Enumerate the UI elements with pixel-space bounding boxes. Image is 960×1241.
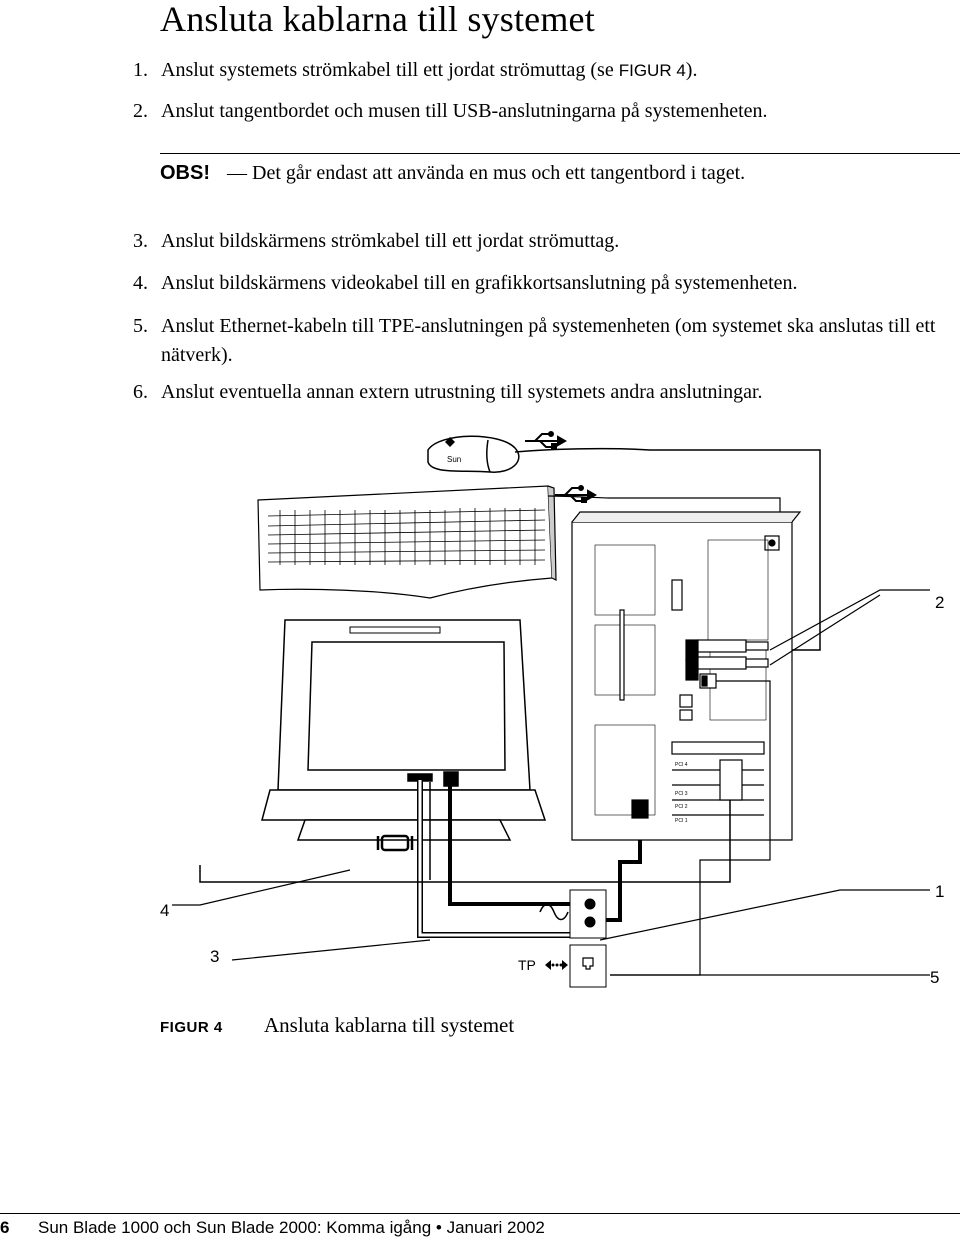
footer-rule (0, 1213, 960, 1214)
figure-ref: FIGUR 4 (618, 61, 686, 80)
step-text: Anslut tangentbordet och musen till USB-… (161, 100, 768, 122)
caption-text: Ansluta kablarna till systemet (264, 1013, 515, 1037)
step-text: Anslut Ethernet-kabeln till TPE-anslutni… (161, 315, 936, 366)
caption-label: FIGUR 4 (160, 1019, 223, 1036)
step-number: 1. (133, 59, 148, 81)
tp-label: TP (518, 957, 536, 973)
step-suffix: ). (685, 59, 698, 81)
figure-caption: FIGUR 4 Ansluta kablarna till systemet (160, 1013, 514, 1038)
mouse-illustration: Sun (427, 435, 821, 651)
monitor-power-icon (376, 834, 414, 852)
cable-connection-figure: Sun (160, 431, 944, 988)
callout-4: 4 (160, 901, 169, 920)
callout-lines (172, 589, 930, 976)
network-icon (545, 960, 568, 970)
usb-icon (525, 431, 598, 503)
callout-1: 1 (935, 882, 944, 901)
tp-label-group: TP (518, 957, 568, 973)
step-text: Anslut bildskärmens videokabel till en g… (161, 272, 798, 294)
step-number: 2. (133, 100, 148, 122)
power-outlet (569, 889, 607, 939)
pci-label: PCI 1 (675, 818, 688, 824)
callout-3: 3 (210, 947, 219, 966)
network-outlet (569, 944, 607, 988)
note: OBS! — Det går endast att använda en mus… (160, 162, 746, 184)
step-number: 4. (133, 272, 148, 294)
callout-numbers: 1 2 3 4 5 (160, 593, 944, 987)
step-number: 6. (133, 381, 148, 403)
usb-plugs (697, 639, 769, 670)
note-rule (160, 153, 960, 154)
step-text: Anslut bildskärmens strömkabel till ett … (161, 230, 620, 252)
power-cables (417, 780, 642, 938)
step-number: 3. (133, 230, 148, 252)
page-number: 6 (0, 1218, 10, 1237)
mouse-brand: Sun (447, 455, 461, 464)
ac-power-icon (539, 903, 569, 921)
page-title: Ansluta kablarna till systemet (160, 0, 595, 39)
pci-label: PCI 4 (675, 762, 688, 768)
video-cable (199, 782, 731, 883)
step-text: Anslut eventuella annan extern utrustnin… (161, 381, 763, 403)
pci-label: PCI 2 (675, 804, 688, 810)
system-unit-illustration: PCI 4 PCI 3 PCI 2 PCI 1 (571, 511, 802, 841)
keyboard-illustration (257, 485, 781, 661)
step-text: Anslut systemets strömkabel till ett jor… (161, 59, 619, 81)
callout-2: 2 (935, 593, 944, 612)
monitor-illustration (261, 619, 547, 841)
footer-text: Sun Blade 1000 och Sun Blade 2000: Komma… (38, 1218, 545, 1237)
pci-label: PCI 3 (675, 791, 688, 797)
step-number: 5. (133, 315, 148, 337)
note-text: Det går endast att använda en mus och et… (252, 162, 746, 184)
note-label: OBS! (160, 162, 210, 184)
callout-5: 5 (930, 968, 939, 987)
